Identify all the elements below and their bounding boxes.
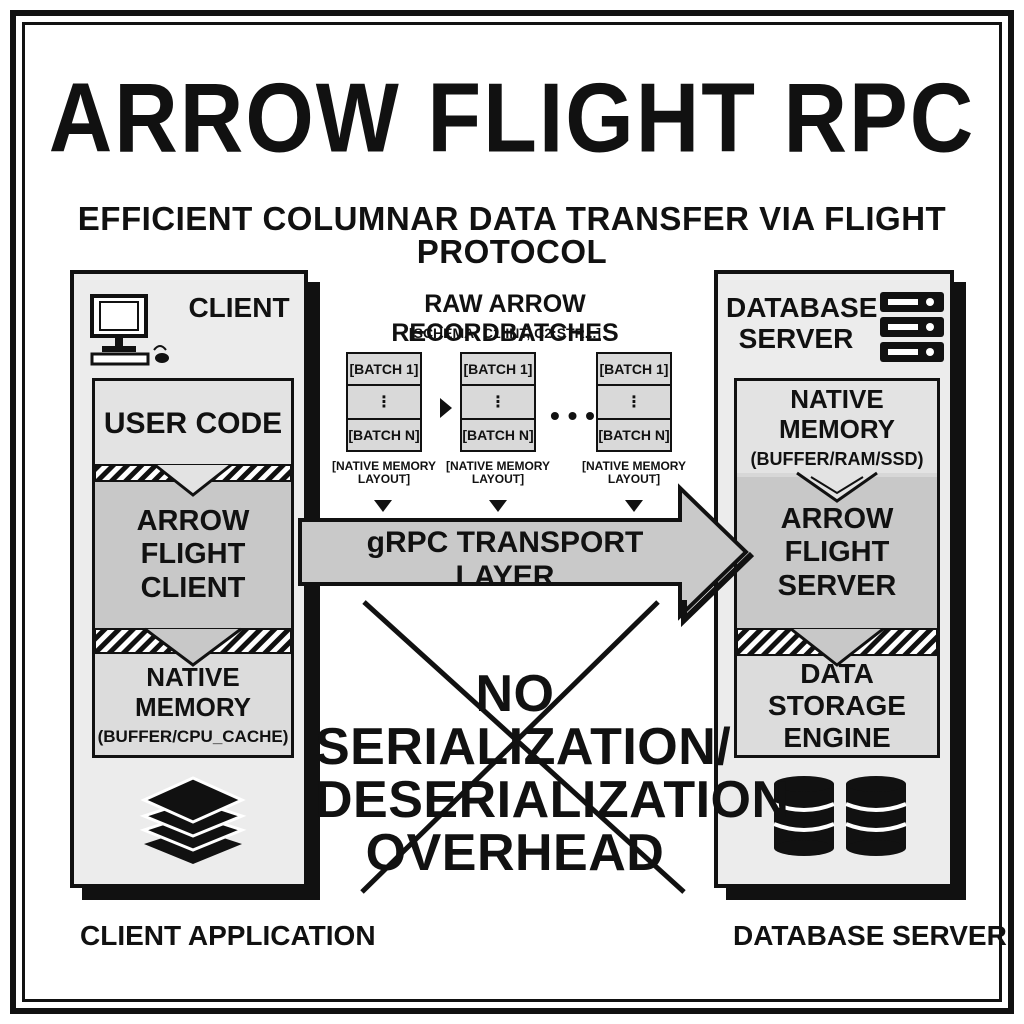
client-stack: USER CODE ARROW FLIGHT CLIENT NATIVE MEM… xyxy=(92,378,294,758)
overhead-line1: NO SERIALIZATION/ xyxy=(315,665,732,777)
user-code-layer: USER CODE xyxy=(95,381,291,467)
overhead-line3: OVERHEAD xyxy=(365,824,665,883)
user-code-label: USER CODE xyxy=(103,406,283,440)
flight-client-label: ARROW FLIGHT CLIENT xyxy=(136,504,250,604)
layout-label-line1: [NATIVE MEMORY xyxy=(332,459,436,473)
client-stack-dividers xyxy=(95,463,291,667)
batch-first-label: [BATCH 1] xyxy=(598,354,670,386)
client-column: CLIENT USER CODE ARROW FLIGHT CLIENT NAT… xyxy=(70,270,308,888)
batch-ellipsis: • • • xyxy=(550,400,595,431)
storage-engine-layer: DATA STORAGE ENGINE xyxy=(737,657,937,755)
batch-last-label: [BATCH N] xyxy=(348,418,420,450)
batch-gap-label: ⋮ xyxy=(376,394,392,411)
page-title: ARROW FLIGHT RPC xyxy=(48,62,976,173)
overhead-label: NO SERIALIZATION/ DESERIALIZATION OVERHE… xyxy=(315,665,790,883)
layers-icon xyxy=(139,776,247,864)
batch-stack-2: [BATCH 1] ⋮ [BATCH N] xyxy=(460,352,536,452)
computer-icon xyxy=(90,294,169,366)
flight-client-layer: ARROW FLIGHT CLIENT xyxy=(95,481,291,629)
outer-frame xyxy=(10,10,1014,1014)
layout-label-line1: [NATIVE MEMORY xyxy=(582,459,686,473)
layout-label-2: [NATIVE MEMORY LAYOUT] xyxy=(443,459,553,487)
server-footer: DATABASE SERVER xyxy=(733,920,1007,951)
layout-label-line1: [NATIVE MEMORY xyxy=(446,459,550,473)
client-footer: CLIENT APPLICATION xyxy=(80,920,376,951)
layout-label-line2: LAYOUT] xyxy=(607,472,661,487)
schema-label: [SCHEMA: C1:INT, C2:STR...] xyxy=(408,325,602,341)
batch-stack-3: [BATCH 1] ⋮ [BATCH N] xyxy=(596,352,672,452)
batch-last-label: [BATCH N] xyxy=(598,418,670,450)
storage-engine-label: DATA STORAGE ENGINE xyxy=(768,657,906,754)
server-header: DATABASE SERVER xyxy=(726,292,878,355)
server-native-memory-label: NATIVE MEMORY xyxy=(778,383,896,444)
batch-gap-label: ⋮ xyxy=(626,394,642,411)
client-native-memory-layer: NATIVE MEMORY (BUFFER/CPU_CACHE) xyxy=(95,655,291,755)
batch-last-label: [BATCH N] xyxy=(462,418,534,450)
layout-label-3: [NATIVE MEMORY LAYOUT] xyxy=(579,459,689,487)
batch-stack-1: [BATCH 1] ⋮ [BATCH N] xyxy=(346,352,422,452)
client-native-memory-label: NATIVE MEMORY xyxy=(134,662,252,723)
overhead-line2: DESERIALIZATION xyxy=(315,771,790,830)
batch-gap-label: ⋮ xyxy=(490,394,506,411)
server-native-memory-detail: (BUFFER/RAM/SSD) xyxy=(750,448,924,469)
server-column: DATABASE SERVER NATIVE MEMORY (BUFFER/RA… xyxy=(714,270,954,888)
batch-first-label: [BATCH 1] xyxy=(462,354,534,386)
inner-frame xyxy=(22,22,1002,1002)
server-stack: NATIVE MEMORY (BUFFER/RAM/SSD) ARROW FLI… xyxy=(734,378,940,758)
layout-label-1: [NATIVE MEMORY LAYOUT] xyxy=(329,459,439,487)
server-stack-dividers xyxy=(737,471,937,667)
database-icon xyxy=(773,776,907,856)
client-native-memory-detail: (BUFFER/CPU_CACHE) xyxy=(97,727,289,747)
recordbatches-title: RAW ARROW RECORDBATCHES xyxy=(391,290,619,347)
flight-server-label: ARROW FLIGHT SERVER xyxy=(777,502,897,602)
layout-label-line2: LAYOUT] xyxy=(357,472,411,487)
grpc-transport-label: gRPC TRANSPORT LAYER xyxy=(366,526,644,593)
server-rack-icon xyxy=(880,292,944,362)
batch-first-label: [BATCH 1] xyxy=(348,354,420,386)
page-subtitle: EFFICIENT COLUMNAR DATA TRANSFER VIA FLI… xyxy=(77,200,947,270)
server-native-memory-layer: NATIVE MEMORY (BUFFER/RAM/SSD) xyxy=(737,381,937,473)
client-header: CLIENT xyxy=(188,292,290,323)
layout-label-line2: LAYOUT] xyxy=(471,472,525,487)
